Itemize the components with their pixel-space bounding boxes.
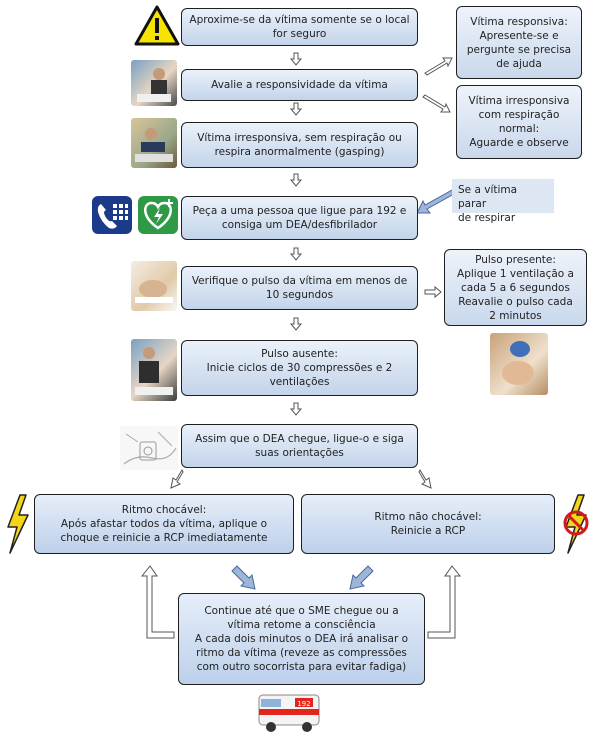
arrow-down-6 xyxy=(289,402,303,416)
arrow-down-5 xyxy=(289,317,303,331)
step-no-breathing-line-2: respira anormalmente (gasping) xyxy=(214,146,385,158)
arrow-to-responsive xyxy=(424,57,453,76)
step-approach-line-1: Aproxime-se da vítima somente se o local xyxy=(189,14,410,26)
continue-line-3: A cada dois minutos o DEA irá analisar o xyxy=(194,633,409,645)
shockable-title: Ritmo chocável: xyxy=(121,504,207,516)
shockable-rhythm: Ritmo chocável: Após afastar todos da ví… xyxy=(34,494,294,554)
unresponsive-photo xyxy=(131,118,177,168)
side-unresponsive-breathing: Vítima irresponsiva com respiração norma… xyxy=(456,85,582,159)
side-responsive-title: Vítima responsiva: xyxy=(470,15,568,28)
side-unresponsive-title-2: com respiração xyxy=(478,109,560,121)
step-call-192-line-2: consiga um DEA/desfibrilador xyxy=(221,219,378,231)
step-assess: Avalie a responsividade da vítima xyxy=(181,69,418,101)
arrow-shock-to-cont xyxy=(231,565,256,590)
continue-until-ems: Continue até que o SME chegue ou a vítim… xyxy=(178,593,425,685)
stop-breathing-line-2: de respirar xyxy=(458,212,516,224)
step-approach: Aproxime-se da vítima somente se o local… xyxy=(181,8,418,46)
step-check-pulse: Verifique o pulso da vítima em menos de … xyxy=(181,266,418,310)
side-responsive: Vítima responsiva: Apresente-se e pergun… xyxy=(456,6,582,79)
shockable-line-2: choque e reinicie a RCP imediatamente xyxy=(60,532,268,544)
step-call-192: Peça a uma pessoa que ligue para 192 e c… xyxy=(181,196,418,240)
continue-line-1: Continue até que o SME chegue ou a xyxy=(204,605,399,617)
step-pulse-absent-line-1: Inicie ciclos de 30 compressões e 2 xyxy=(206,362,393,374)
step-no-breathing-line-1: Vítima irresponsiva, sem respiração ou xyxy=(197,132,402,144)
stop-breathing-line-1: Se a vítima parar xyxy=(458,184,518,210)
arrow-down-1 xyxy=(289,52,303,66)
arrow-down-2 xyxy=(289,102,303,116)
ambulance-icon: 192 xyxy=(258,694,320,732)
aed-device-sketch xyxy=(120,426,178,470)
step-pulse-absent-title: Pulso ausente: xyxy=(261,348,338,360)
continue-line-4: ritmo da vítima (reveze as compressões xyxy=(196,647,407,659)
no-lightning-icon xyxy=(563,494,589,554)
side-responsive-line-1: Apresente-se e xyxy=(479,29,559,42)
warning-icon xyxy=(134,5,180,46)
non-shockable-line-1: Reinicie a RCP xyxy=(390,525,466,537)
assess-photo xyxy=(131,60,177,106)
step-no-breathing: Vítima irresponsiva, sem respiração ou r… xyxy=(181,122,418,168)
arrow-down-3 xyxy=(289,173,303,187)
arrow-noshock-to-cont xyxy=(349,565,374,590)
arrow-to-shock xyxy=(170,468,184,489)
non-shockable-rhythm: Ritmo não chocável: Reinicie a RCP xyxy=(301,494,555,554)
side-responsive-line-2: pergunte se precisa xyxy=(466,43,572,56)
loop-right xyxy=(427,565,462,639)
step-check-pulse-line-1: Verifique o pulso da vítima em menos de xyxy=(191,275,408,287)
arrow-to-unresponsive xyxy=(422,94,451,113)
step-pulse-absent: Pulso ausente: Inicie ciclos de 30 compr… xyxy=(181,340,418,396)
cpr-photo xyxy=(131,339,177,401)
step-pulse-absent-line-2: ventilações xyxy=(269,376,330,388)
side-unresponsive-line-1: Aguarde e observe xyxy=(469,137,569,149)
side-pulse-present-line-2: cada 5 a 6 segundos xyxy=(461,281,570,294)
side-pulse-present: Pulso presente: Aplique 1 ventilação a c… xyxy=(444,249,587,326)
side-unresponsive-title-1: Vítima irresponsiva xyxy=(468,95,570,107)
step-aed-arrives-line-2: suas orientações xyxy=(255,447,344,459)
step-aed-arrives-line-1: Assim que o DEA chegue, ligue-o e siga xyxy=(195,433,404,445)
step-aed-arrives: Assim que o DEA chegue, ligue-o e siga s… xyxy=(181,424,418,468)
ambulance-number: 192 xyxy=(297,700,310,708)
non-shockable-title: Ritmo não chocável: xyxy=(374,511,482,523)
lightning-icon xyxy=(7,494,29,554)
shockable-line-1: Após afastar todos da vítima, aplique o xyxy=(60,518,268,530)
stop-breathing-note: Se a vítima parar de respirar xyxy=(452,179,554,224)
continue-line-5: com outro socorrista para evitar fadiga) xyxy=(196,661,407,673)
step-call-192-line-1: Peça a uma pessoa que ligue para 192 e xyxy=(192,205,407,217)
pulse-check-photo xyxy=(131,261,177,311)
loop-left xyxy=(140,565,175,639)
side-unresponsive-title-3: normal: xyxy=(498,123,540,135)
arrow-down-4 xyxy=(289,247,303,261)
side-responsive-line-3: de ajuda xyxy=(496,57,542,70)
arrow-to-pulse xyxy=(424,285,442,299)
side-pulse-present-line-3: Reavalie o pulso cada xyxy=(458,295,573,308)
step-assess-line-1: Avalie a responsividade da vítima xyxy=(211,79,388,91)
side-pulse-present-line-4: 2 minutos xyxy=(489,309,542,322)
ventilation-photo xyxy=(490,333,548,395)
phone-icon xyxy=(92,196,132,234)
step-approach-line-2: for seguro xyxy=(272,28,327,40)
side-pulse-present-line-1: Aplique 1 ventilação a xyxy=(457,267,574,280)
step-check-pulse-line-2: 10 segundos xyxy=(265,289,334,301)
arrow-to-noshock xyxy=(418,468,432,489)
continue-line-2: vítima retome a consciência xyxy=(227,619,376,631)
aed-heart-icon xyxy=(138,196,178,234)
side-pulse-present-title: Pulso presente: xyxy=(475,253,556,266)
